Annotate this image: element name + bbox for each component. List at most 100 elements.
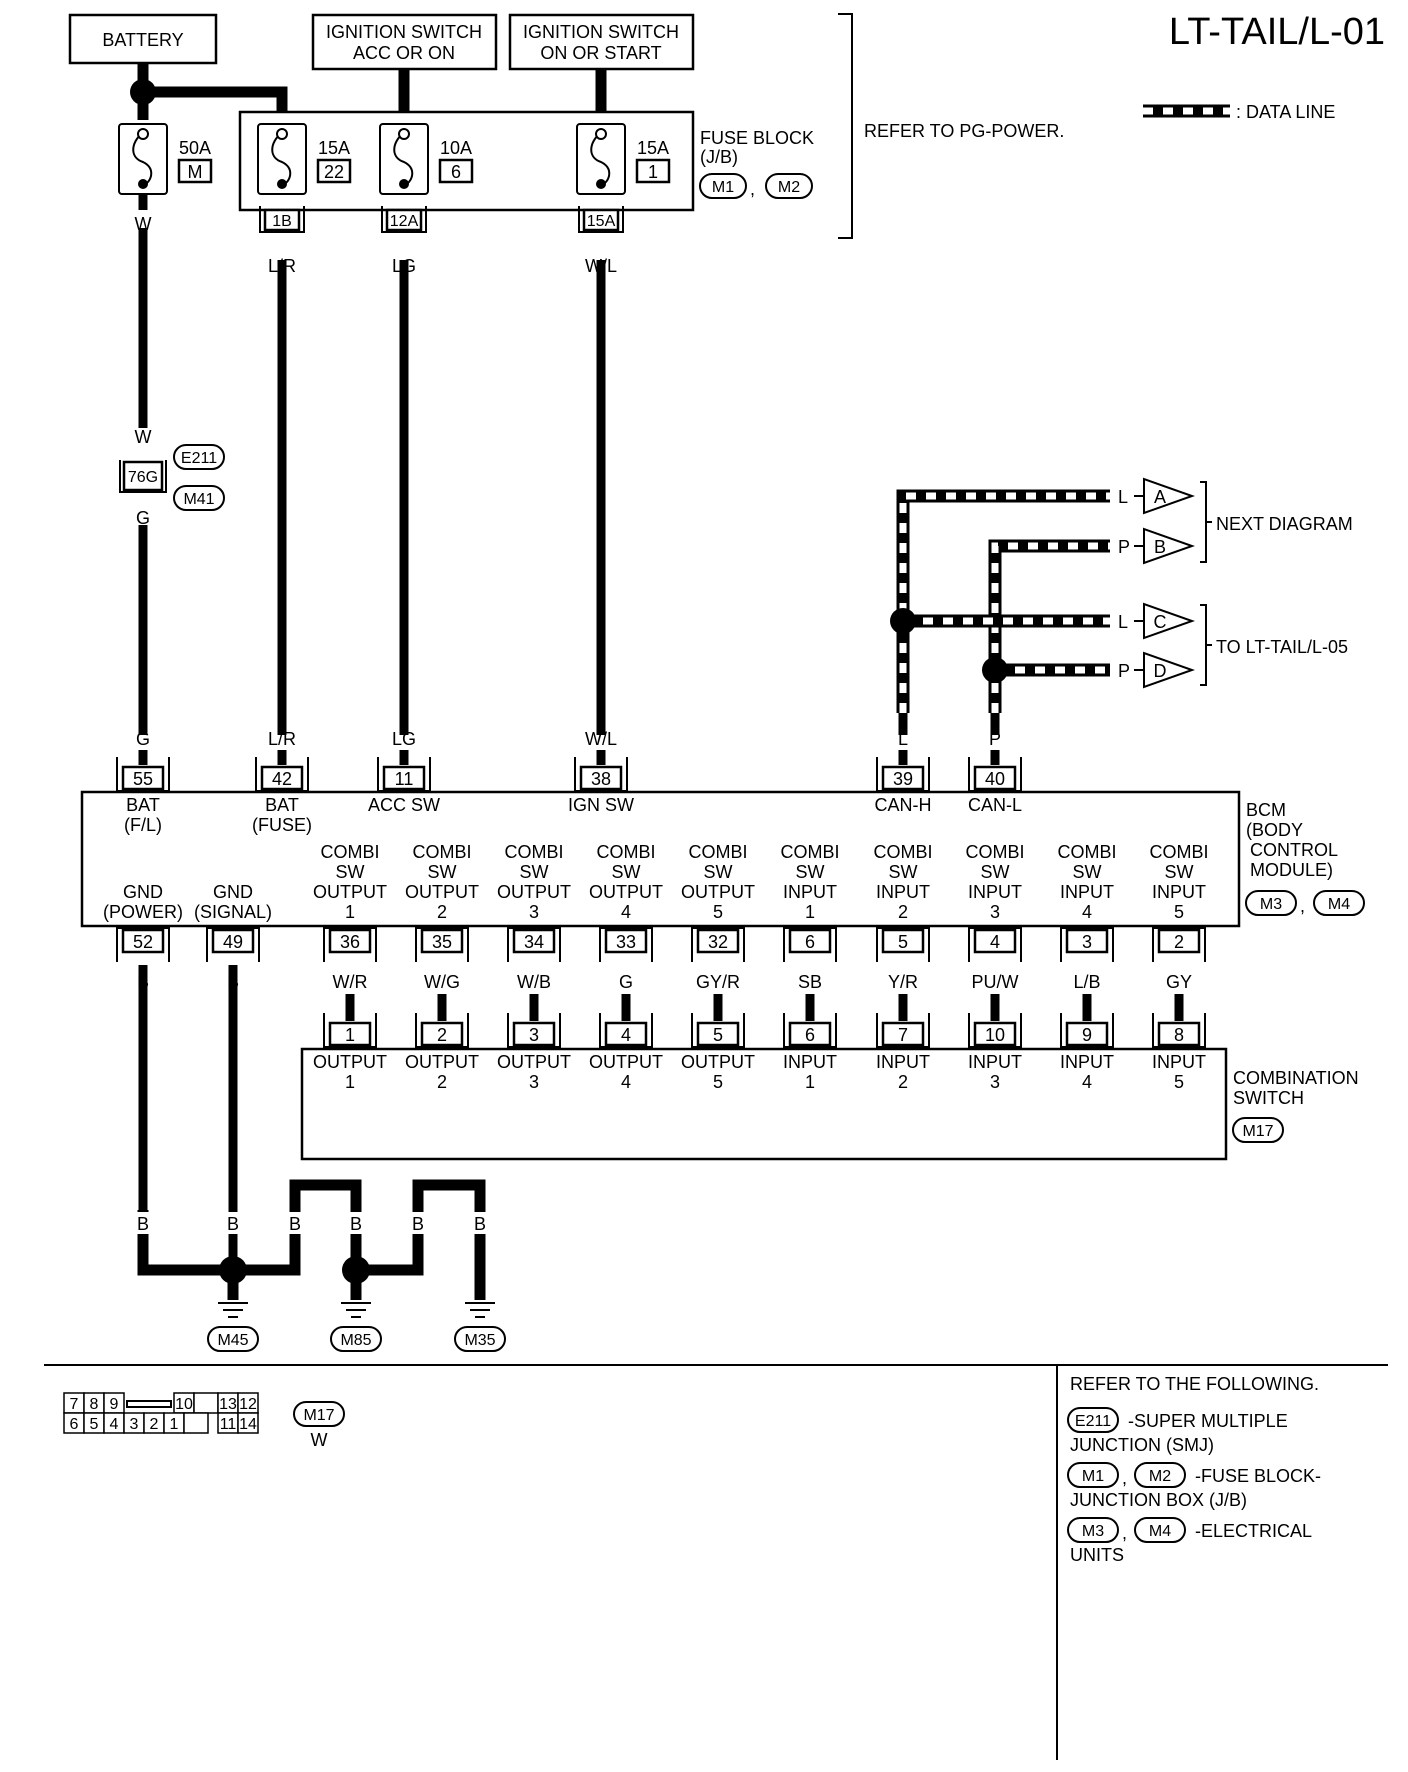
ground-wire-label-5: B [412, 1214, 424, 1234]
ground-label-2: M85 [340, 1332, 371, 1349]
bcm-pin-wire-33: G [619, 972, 633, 992]
ground-M35: M35 [454, 1302, 506, 1352]
bcm-pin-wire-32: GY/R [696, 972, 740, 992]
bcm-pin-number-34: 34 [524, 932, 544, 952]
bcm-pin-wire-4: PU/W [972, 972, 1019, 992]
refer-item-conn1-1: E211 [1075, 1413, 1111, 1430]
bcm-pin-label-42: BAT [265, 795, 299, 815]
bcm-pin-label-55: BAT [126, 795, 160, 815]
combsw-pin-label2-2: 2 [437, 1072, 447, 1092]
combsw-pin-label2-4: 4 [621, 1072, 631, 1092]
bcm-pin-number-55: 55 [133, 769, 153, 789]
bcm-combi-label-2-1: COMBI [1149, 842, 1208, 862]
bcm-combi-label-3-4: 4 [1082, 902, 1092, 922]
combsw-pin-label2-3: 3 [529, 1072, 539, 1092]
bcm-pin-wire-5: Y/R [888, 972, 918, 992]
refer-item-line2-3: UNITS [1070, 1545, 1124, 1565]
bcm-pin-wire-42: L/R [268, 729, 296, 749]
to-lt-tail-05-label: TO LT-TAIL/L-05 [1216, 637, 1348, 657]
refer-item-line1-1: -SUPER MULTIPLE [1128, 1411, 1288, 1431]
ground-M45: M45 [207, 1302, 259, 1352]
bcm-combi-label-32-4: 5 [713, 902, 723, 922]
joint-connector: W 76G G E211 M41 [119, 427, 225, 528]
bcm-combi-label-34-2: SW [520, 862, 549, 882]
connector-face-pin-top-0: 7 [70, 1396, 79, 1413]
fuse-block-label: FUSE BLOCK [700, 128, 814, 148]
ign-acc-line2: ACC OR ON [353, 43, 455, 63]
fuse-number-2: 22 [324, 162, 344, 182]
bcm-conn-m4: M4 [1328, 896, 1350, 913]
combsw-pin-label-2: OUTPUT [405, 1052, 479, 1072]
ign-on-line2: ON OR START [540, 43, 661, 63]
refer-item-line1-2: -FUSE BLOCK- [1195, 1466, 1321, 1486]
combination-switch-label: COMBINATION [1233, 1068, 1359, 1088]
bcm-pin-number-32: 32 [708, 932, 728, 952]
ignition-acc-box: IGNITION SWITCH ACC OR ON [311, 13, 498, 71]
bcm-pin-number-3: 3 [1082, 932, 1092, 952]
bcm-combi-label-36-1: COMBI [320, 842, 379, 862]
bcm-combi-label-34-1: COMBI [504, 842, 563, 862]
ground-wire-label-2: B [227, 1214, 239, 1234]
bcm-pin-wire-3: L/B [1073, 972, 1100, 992]
bcm-label4: MODULE) [1250, 860, 1333, 880]
can-ref-letter-A: A [1154, 487, 1166, 507]
bcm-gnd-label2-52: (POWER) [103, 902, 183, 922]
bcm-combi-label-4-4: 3 [990, 902, 1000, 922]
combsw-pin-number-1: 1 [345, 1025, 355, 1045]
joint-conn-m41: M41 [183, 491, 214, 508]
bcm-combi-label-4-1: COMBI [965, 842, 1024, 862]
can-ref-wire-B: P [1118, 537, 1130, 557]
bcm-combi-label-36-4: 1 [345, 902, 355, 922]
bcm-pin-number-52: 52 [133, 932, 153, 952]
diagram-title: LT-TAIL/L-01 [1169, 11, 1385, 53]
bcm-pin-number-33: 33 [616, 932, 636, 952]
connector-face-pin-bottom-5: 1 [170, 1416, 179, 1433]
combsw-pin-label2-6: 1 [805, 1072, 815, 1092]
battery-box: BATTERY [68, 13, 218, 65]
bcm-combi-label-32-1: COMBI [688, 842, 747, 862]
refer-pg-bracket: REFER TO PG-POWER. [838, 13, 1064, 239]
can-brackets: NEXT DIAGRAM TO LT-TAIL/L-05 [1200, 481, 1353, 686]
bcm-pin-number-49: 49 [223, 932, 243, 952]
fuse-amp-3: 10A [440, 138, 472, 158]
can-ref-wire-D: P [1118, 661, 1130, 681]
bcm-combi-label-2-2: SW [1165, 862, 1194, 882]
combsw-pin-number-3: 3 [529, 1025, 539, 1045]
bcm-combi-label-6-1: COMBI [780, 842, 839, 862]
ign-on-line1: IGNITION SWITCH [523, 22, 679, 42]
bcm-pin-label2-55: (F/L) [124, 815, 162, 835]
bcm-pin-number-36: 36 [340, 932, 360, 952]
combsw-pin-label2-1: 1 [345, 1072, 355, 1092]
bcm-pin-wire-40: P [989, 729, 1001, 749]
bcm-combi-label-6-4: 1 [805, 902, 815, 922]
combsw-pin-label2-10: 3 [990, 1072, 1000, 1092]
battery-label: BATTERY [102, 30, 183, 50]
bcm-pin-number-39: 39 [893, 769, 913, 789]
combsw-pin-label-4: OUTPUT [589, 1052, 663, 1072]
fuse-wire-2: L/R [268, 256, 296, 276]
bcm-combi-label-36-2: SW [336, 862, 365, 882]
bcm-pin-number-40: 40 [985, 769, 1005, 789]
connector-face-pin-bottom-6: 11 [220, 1416, 237, 1433]
bcm-pin-number-2: 2 [1174, 932, 1184, 952]
bcm-pin-label-40: CAN-L [968, 795, 1022, 815]
combination-switch: COMBINATION SWITCH M17 [300, 1047, 1359, 1161]
combsw-pin-number-5: 5 [713, 1025, 723, 1045]
fuse-terminal-2: 1B [272, 213, 292, 230]
